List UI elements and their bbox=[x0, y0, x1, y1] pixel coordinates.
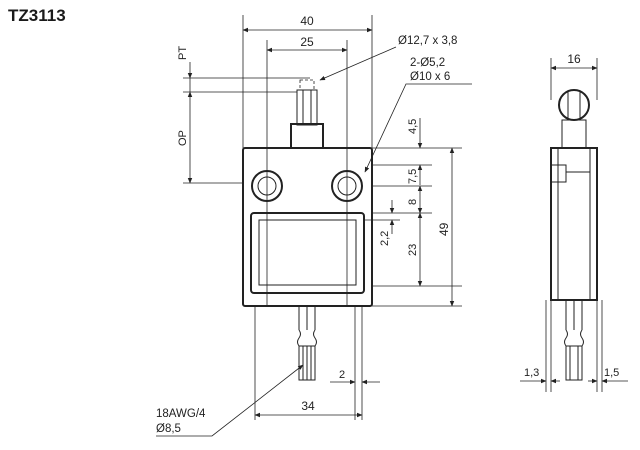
cable bbox=[297, 306, 317, 381]
dim-1-5: 1,5 bbox=[604, 367, 619, 379]
dim-2-2: 2,2 bbox=[379, 231, 391, 246]
model-title: TZ3113 bbox=[8, 6, 66, 25]
side-roller bbox=[558, 89, 590, 121]
plunger bbox=[296, 89, 318, 126]
cable-label-dia: Ø8,5 bbox=[156, 423, 181, 435]
plunger-base bbox=[290, 123, 324, 149]
dim-25-label: 25 bbox=[300, 35, 314, 49]
dim-2: 2 bbox=[339, 369, 345, 381]
dim-4-5: 4,5 bbox=[407, 119, 419, 134]
front-view: 40 25 Ø12,7 x 3,8 2-Ø5,2 Ø10 x 6 PT OP bbox=[156, 14, 472, 437]
side-view: 16 1,3 1,5 bbox=[520, 52, 628, 392]
dim-49: 49 bbox=[437, 222, 451, 236]
mount-hole-right bbox=[331, 170, 363, 202]
dim-16: 16 bbox=[567, 52, 581, 66]
counterbore-label: Ø10 x 6 bbox=[410, 71, 450, 83]
dim-40-label: 40 bbox=[300, 14, 314, 28]
dim-8: 8 bbox=[407, 199, 419, 205]
dim-1-3: 1,3 bbox=[524, 367, 539, 379]
op-label: OP bbox=[177, 130, 189, 146]
cover-frame bbox=[250, 212, 365, 294]
roller-label: Ø12,7 x 3,8 bbox=[398, 35, 457, 47]
mount-hole-left bbox=[251, 170, 283, 202]
cover-window bbox=[258, 219, 357, 286]
dim-23: 23 bbox=[407, 244, 419, 256]
cable-label-awg: 18AWG/4 bbox=[156, 408, 206, 420]
plunger-tip bbox=[299, 79, 315, 91]
dim-34: 34 bbox=[301, 399, 315, 413]
holes-label: 2-Ø5,2 bbox=[410, 57, 445, 69]
dim-7-5: 7,5 bbox=[407, 169, 419, 184]
side-plunger bbox=[561, 119, 587, 149]
pt-label: PT bbox=[177, 46, 189, 60]
